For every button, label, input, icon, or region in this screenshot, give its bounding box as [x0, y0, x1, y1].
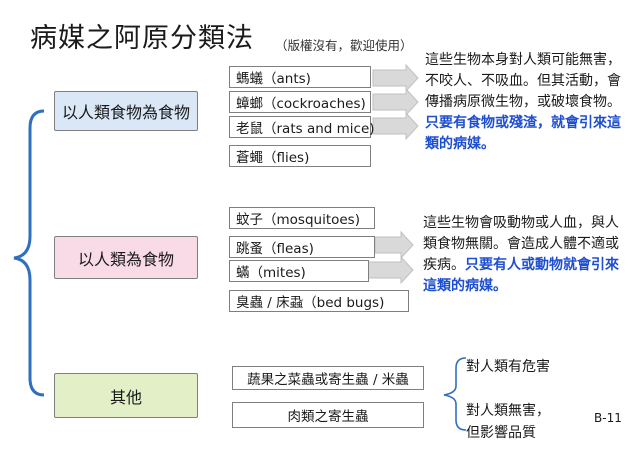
- item-rats-mice: 老鼠（rats and mice): [229, 116, 375, 138]
- category-human: 以人類為食物: [54, 236, 198, 279]
- human-note-text: 這些生物會吸動物或人血，與人類食物無關。會造成人體不適或疾病。: [423, 215, 619, 273]
- item-vegetable-pests: 蔬果之菜蟲或寄生蟲 / 米蟲: [232, 366, 424, 390]
- human-arrows: [367, 230, 414, 285]
- item-ants: 螞蟻（ants): [229, 66, 371, 88]
- food-note-highlight: 只要有食物或殘渣，就會引來這類的病媒。: [425, 115, 621, 152]
- item-fleas: 跳蚤（fleas): [229, 236, 375, 258]
- item-flies: 蒼蠅（flies): [229, 145, 371, 167]
- title-note: （版權沒有，歡迎使用）: [275, 38, 413, 53]
- note-harmful: 對人類有危害: [466, 359, 550, 375]
- category-food: 以人類食物為食物: [54, 91, 198, 131]
- human-note-highlight: 只要有人或動物就會引來這類的病媒。: [423, 257, 619, 294]
- food-arrows: [372, 63, 419, 141]
- category-other: 其他: [54, 373, 198, 418]
- item-bed-bugs: 臭蟲 / 床蝨（bed bugs): [229, 290, 409, 312]
- item-mosquitoes: 蚊子（mosquitoes): [229, 207, 375, 229]
- note-harmless-2: 但影響品質: [466, 425, 536, 441]
- page-title: 病媒之阿原分類法: [30, 23, 254, 54]
- item-mites: 蟎（mites): [229, 260, 369, 282]
- page-number: B-11: [594, 411, 622, 425]
- right-brace: [443, 357, 467, 431]
- food-note: 這些生物本身對人類可能無害，不咬人、不吸血。但其活動，會傳播病原微生物，或破壞食…: [425, 50, 625, 155]
- item-meat-parasites: 肉類之寄生蟲: [232, 402, 424, 428]
- food-note-text: 這些生物本身對人類可能無害，不咬人、不吸血。但其活動，會傳播病原微生物，或破壞食…: [425, 52, 621, 110]
- note-harmless-1: 對人類無害，: [466, 403, 550, 419]
- left-brace: [13, 109, 45, 397]
- human-note: 這些生物會吸動物或人血，與人類食物無關。會造成人體不適或疾病。只要有人或動物就會…: [423, 213, 628, 297]
- item-cockroaches: 蟑螂（cockroaches): [229, 91, 371, 113]
